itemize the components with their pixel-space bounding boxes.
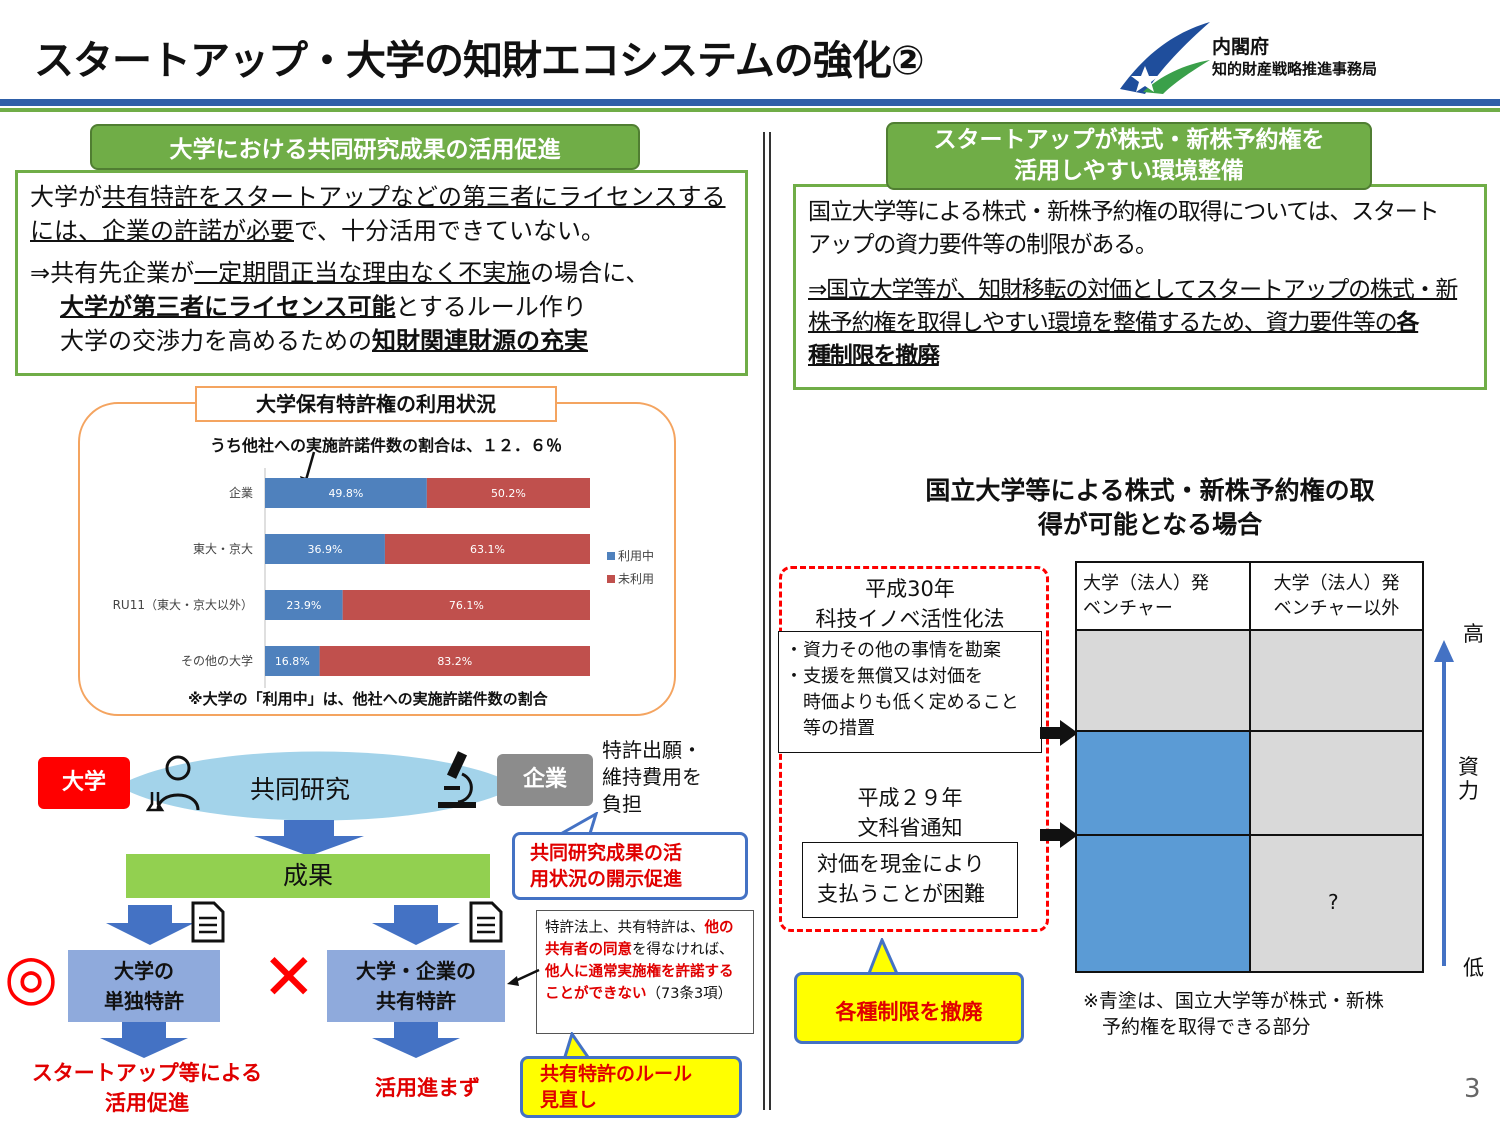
company-badge: 企業 — [497, 754, 593, 806]
chart-note-bottom: ※大学の「利用中」は、他社への実施許諾件数の割合 — [188, 690, 548, 708]
header-rule-blue — [0, 99, 1500, 106]
h30-title: 平成30年 科技イノベ活性化法 — [815, 577, 1005, 631]
org-name: 内閣府 — [1212, 36, 1270, 58]
down-arrow-good-icon — [100, 1022, 188, 1058]
down-arrow-right-icon — [372, 905, 460, 945]
axis-low: 低 — [1463, 956, 1484, 980]
chart-data-label: 76.1% — [449, 599, 484, 612]
chart-legend-label: 利用中 — [618, 548, 654, 563]
header-rule-green — [0, 108, 1500, 112]
chart-data-label: 23.9% — [286, 599, 321, 612]
chart-category-label: RU11（東大・京大以外） — [113, 598, 253, 612]
researcher-icon — [146, 755, 200, 812]
univ-joint-research-tab: 大学における共同研究成果の活用促進 — [90, 124, 640, 170]
chart-bar-in-use — [265, 590, 343, 620]
chart-category-label: 企業 — [229, 485, 253, 500]
outcome-bad: 活用進まず — [375, 1076, 480, 1100]
chart-data-label: 36.9% — [307, 543, 342, 556]
down-arrow-bad-icon — [372, 1022, 460, 1058]
univ-badge: 大学 — [38, 757, 130, 809]
axis-up-arrow-icon — [1434, 640, 1454, 966]
h30-items: ・資力その他の事情を勘案 ・支援を無償又は対価を 時価よりも低く定めること 等の… — [778, 631, 1042, 753]
joint-research-label: 共同研究 — [250, 775, 351, 804]
callout-rule — [520, 1056, 742, 1118]
down-arrow-left-icon — [106, 905, 194, 945]
note-arrow-icon — [507, 968, 540, 986]
callout-rule-text: 共有特許のルール 見直し — [540, 1063, 693, 1111]
matrix-cell-r3c1 — [1075, 834, 1251, 973]
joint-patent-box: 大学・企業の 共有特許 — [327, 950, 505, 1022]
matrix-cell-r1c2 — [1249, 629, 1424, 732]
chart-bar-unused — [426, 478, 590, 508]
chart-category-label: 東大・京大 — [193, 542, 253, 556]
callout-remove-text: 各種制限を撤廃 — [835, 1000, 983, 1024]
matrix-cell-r3c2 — [1249, 834, 1424, 973]
univ-joint-research-box — [15, 170, 748, 376]
document-icon — [191, 901, 225, 943]
page-title: スタートアップ・大学の知財エコシステムの強化② — [34, 38, 925, 84]
chart-tab: 大学保有特許権の利用状況 — [195, 386, 557, 422]
patent-law-note: 特許法上、共有特許は、他の共有者の同意を得なければ、他人に通常実施権を許諾するこ… — [536, 910, 754, 1034]
outcome-good: スタートアップ等による 活用促進 — [31, 1061, 263, 1115]
arrow-to-row2-icon — [1040, 720, 1078, 746]
chart-note-top: うち他社への実施許諾件数の割合は、１２．６％ — [210, 436, 563, 455]
chart-legend-swatch — [607, 552, 615, 560]
microscope-icon — [438, 751, 476, 808]
down-arrow-icon — [254, 820, 364, 856]
univ-box-text: 大学が共有特許をスタートアップなどの第三者にライセンスする には、企業の許諾が必… — [30, 183, 726, 355]
chart-data-label: 49.8% — [328, 487, 363, 500]
chart-bar-unused — [319, 646, 590, 676]
chart-bar-in-use — [265, 534, 385, 564]
joint-research-lens — [118, 751, 518, 821]
cabinet-office-logo-icon — [1120, 22, 1210, 94]
matrix-col2-header: 大学（法人）発 ベンチャー以外 — [1249, 561, 1424, 631]
cost-note: 特許出願・ 維持費用を 負担 — [602, 738, 702, 816]
matrix-footnote: ※青塗は、国立大学等が株式・新株 予約権を取得できる部分 — [1083, 990, 1384, 1038]
chart-legend-swatch — [607, 575, 615, 583]
result-bar: 成果 — [126, 854, 490, 898]
chart-category-label: その他の大学 — [181, 653, 253, 668]
chart-data-label: 16.8% — [275, 655, 310, 668]
startup-box-text: 国立大学等による株式・新株予約権の取得については、スタート アップの資力要件等の… — [808, 199, 1458, 369]
chart-legend-label: 未利用 — [618, 572, 654, 586]
matrix-cell-r1c1 — [1075, 629, 1251, 732]
h29-item: 対価を現金により 支払うことが困難 — [802, 842, 1018, 918]
chart-data-label: 63.1% — [470, 543, 505, 556]
sole-patent-box: 大学の 単独特許 — [68, 950, 220, 1022]
chart-bar-in-use — [265, 646, 320, 676]
document-icon-2 — [469, 901, 503, 943]
column-divider — [763, 132, 765, 1110]
org-division: 知的財産戦略推進事務局 — [1212, 60, 1378, 78]
matrix-cell-r2c1 — [1075, 730, 1251, 836]
matrix-col1-header: 大学（法人）発 ベンチャー — [1075, 561, 1251, 631]
h29-title: 平成２９年 文科省通知 — [857, 786, 963, 840]
patent-usage-chart: 企業 49.8% 50.2% 東大・京大 36.9% 63.1% RU11（東大・京大以外）… — [113, 468, 654, 688]
chart-bar-unused — [384, 534, 590, 564]
cross-icon: ✕ — [262, 941, 316, 1015]
matrix-question: ? — [1328, 890, 1339, 914]
callout-remove — [794, 972, 1024, 1044]
axis-high: 高 — [1463, 622, 1484, 646]
matrix-title: 国立大学等による株式・新株予約権の取 得が可能となる場合 — [925, 476, 1375, 539]
double-circle-icon: ◎ — [4, 940, 59, 1013]
chart-bar-unused — [342, 590, 590, 620]
startup-equity-tab: スタートアップが株式・新株予約権を活用しやすい環境整備 — [886, 122, 1372, 190]
callout-disclose — [512, 832, 748, 900]
page-number: 3 — [1464, 1074, 1481, 1104]
column-divider-2 — [769, 132, 771, 1110]
axis-label: 資 力 — [1458, 755, 1479, 803]
chart-data-label: 83.2% — [437, 655, 472, 668]
arrow-to-row3-icon — [1040, 822, 1078, 848]
chart-data-label: 50.2% — [491, 487, 526, 500]
chart-bar-in-use — [265, 478, 427, 508]
callout-disclose-text: 共同研究成果の活 用状況の開示促進 — [530, 842, 683, 890]
matrix-cell-r2c2 — [1249, 730, 1424, 836]
